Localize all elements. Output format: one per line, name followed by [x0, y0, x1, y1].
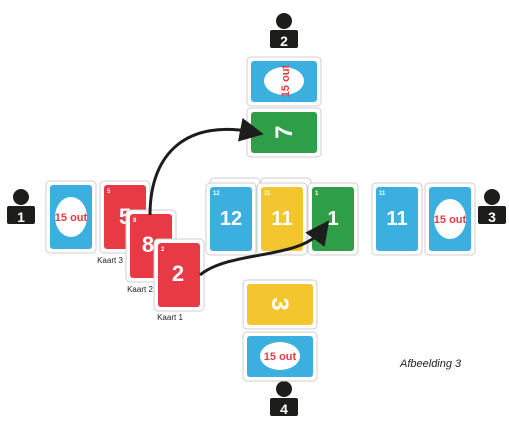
svg-text:2: 2	[161, 247, 165, 253]
arrow-to-top	[148, 117, 264, 216]
svg-text:11: 11	[264, 191, 271, 197]
svg-text:1: 1	[315, 191, 319, 197]
hand-card-2-label: Kaart 2	[127, 285, 153, 294]
center-card-blue-value: 12	[220, 208, 242, 230]
hand-card-3-label: Kaart 3	[97, 256, 123, 265]
logo-text: 15 out	[280, 64, 292, 97]
center-card-blue[interactable]: 12 12	[205, 177, 261, 256]
svg-text:12: 12	[213, 191, 220, 197]
card-back-right[interactable]: 15 out	[424, 182, 476, 256]
figure-caption: Afbeelding 3	[399, 358, 462, 370]
svg-text:5: 5	[107, 189, 111, 195]
hand-card-1[interactable]: 2 2	[153, 238, 205, 312]
logo-text-bottom: 15 out	[264, 351, 297, 363]
hand-card-1-value: 2	[172, 261, 184, 286]
hand-card-1-label: Kaart 1	[157, 313, 183, 322]
card-right-blue[interactable]: 11 11	[371, 182, 423, 256]
player-3-number: 3	[488, 209, 496, 225]
player-3-icon: 3	[478, 189, 506, 225]
player-4-icon: 4	[270, 381, 298, 417]
card-right-blue-value: 11	[386, 208, 407, 230]
player-4-number: 4	[280, 401, 288, 417]
card-back-left[interactable]: 15 out	[45, 180, 97, 254]
card-top-green-value: 7	[271, 125, 298, 138]
logo-text-right: 15 out	[434, 214, 467, 226]
logo-text-left: 15 out	[55, 212, 88, 224]
player-1-number: 1	[17, 209, 25, 225]
player-1-icon: 1	[7, 189, 35, 225]
svg-text:8: 8	[133, 218, 137, 224]
card-back-bottom[interactable]: 15 out	[242, 331, 318, 382]
hand-card-2-value: 8	[142, 232, 154, 257]
arrow-to-center	[199, 220, 330, 277]
center-card-yellow[interactable]: 11 11	[256, 177, 312, 256]
card-bottom-yellow-value: 3	[266, 297, 293, 310]
card-back-top[interactable]: 15 out	[246, 56, 322, 107]
card-top-green[interactable]: 7	[246, 107, 322, 158]
center-card-green-value: 1	[327, 208, 338, 230]
svg-text:11: 11	[379, 191, 386, 197]
center-card-yellow-value: 11	[271, 208, 292, 230]
card-bottom-yellow[interactable]: 3	[242, 279, 318, 330]
player-2-number: 2	[280, 33, 288, 49]
player-2-icon: 2	[270, 13, 298, 49]
center-card-green[interactable]: 1 1	[307, 182, 359, 256]
